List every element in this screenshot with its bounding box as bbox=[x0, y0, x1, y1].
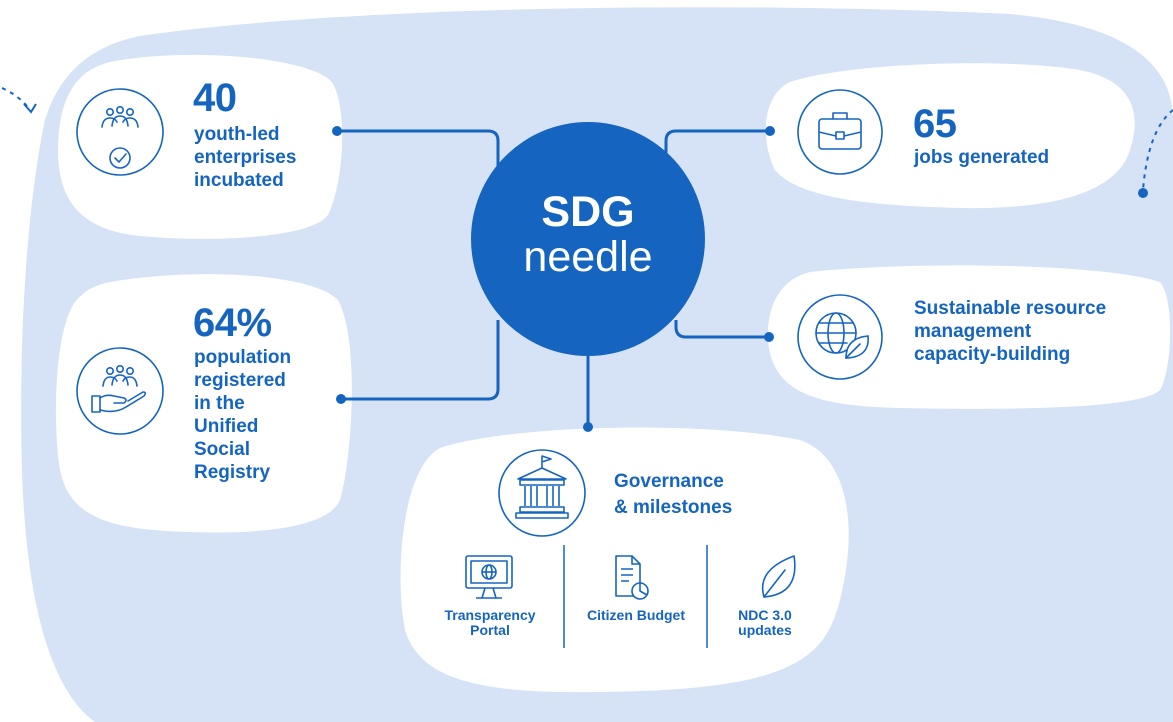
label-line: Portal bbox=[470, 622, 510, 638]
governance-title: Governance & milestones bbox=[614, 469, 732, 521]
population-label-line: Unified bbox=[194, 416, 259, 437]
government-building-icon bbox=[498, 449, 586, 537]
people-hand-icon bbox=[76, 347, 164, 435]
people-check-icon bbox=[76, 88, 164, 176]
ndc-updates-label: NDC 3.0 updates bbox=[726, 608, 804, 638]
population-label-line: population bbox=[194, 347, 292, 368]
resources-label-line: Sustainable resource bbox=[914, 298, 1107, 319]
card-jobs bbox=[765, 63, 1135, 209]
youth-label: youth-led enterprises incubated bbox=[194, 123, 296, 192]
center-title: SDG needle bbox=[471, 190, 705, 280]
connector-jobs bbox=[664, 129, 770, 165]
governance-title-line: & milestones bbox=[614, 497, 733, 518]
population-label-line: Registry bbox=[194, 462, 271, 483]
connector-dot-youth bbox=[332, 126, 342, 136]
center-title-line-2: needle bbox=[523, 233, 653, 281]
globe-leaf-icon bbox=[797, 294, 883, 380]
center-title-line-1: SDG bbox=[541, 188, 635, 236]
decorative-arrow-left-head bbox=[23, 103, 37, 114]
connectors bbox=[337, 129, 770, 425]
connector-resources bbox=[674, 320, 769, 339]
transparency-portal-label: Transparency Portal bbox=[424, 608, 556, 638]
label-line: NDC 3.0 bbox=[738, 607, 792, 623]
connector-population bbox=[341, 320, 500, 401]
decorative-arrow-left bbox=[1, 87, 31, 111]
card-resources bbox=[767, 265, 1171, 409]
connector-dot-population bbox=[336, 394, 346, 404]
label-line: Citizen Budget bbox=[587, 607, 685, 623]
resources-label-line: capacity-building bbox=[914, 344, 1071, 365]
population-label-line: in the bbox=[194, 393, 245, 414]
center-circle bbox=[471, 122, 705, 356]
population-value: 64% bbox=[193, 301, 272, 345]
governance-title-line: Governance bbox=[614, 471, 724, 492]
population-label: population registered in the Unified Soc… bbox=[194, 346, 291, 484]
monitor-globe-icon bbox=[465, 555, 513, 599]
resources-label: Sustainable resource management capacity… bbox=[914, 297, 1106, 366]
label-line: updates bbox=[738, 622, 792, 638]
youth-label-line: incubated bbox=[194, 170, 284, 191]
population-label-line: Social bbox=[194, 439, 250, 460]
youth-value: 40 bbox=[193, 76, 237, 120]
youth-label-line: youth-led bbox=[194, 124, 280, 145]
youth-label-line: enterprises bbox=[194, 147, 297, 168]
briefcase-icon bbox=[797, 89, 883, 175]
document-chart-icon bbox=[615, 555, 649, 600]
jobs-value: 65 bbox=[913, 102, 957, 146]
card-population bbox=[55, 274, 352, 533]
jobs-label: jobs generated bbox=[914, 147, 1050, 168]
resources-label-line: management bbox=[914, 321, 1032, 342]
citizen-budget-label: Citizen Budget bbox=[568, 608, 704, 623]
connector-dot-resources bbox=[764, 332, 774, 342]
decorative-arrow-right bbox=[1142, 109, 1173, 191]
leaf-icon bbox=[761, 555, 796, 598]
connector-youth bbox=[337, 129, 500, 175]
population-label-line: registered bbox=[194, 370, 286, 391]
label-line: Transparency bbox=[444, 607, 536, 623]
connector-dot-jobs bbox=[765, 126, 775, 136]
decorative-arrow-right-dot bbox=[1138, 188, 1148, 198]
card-youth bbox=[58, 54, 343, 239]
connector-dot-governance bbox=[583, 422, 593, 432]
card-governance bbox=[400, 427, 849, 693]
